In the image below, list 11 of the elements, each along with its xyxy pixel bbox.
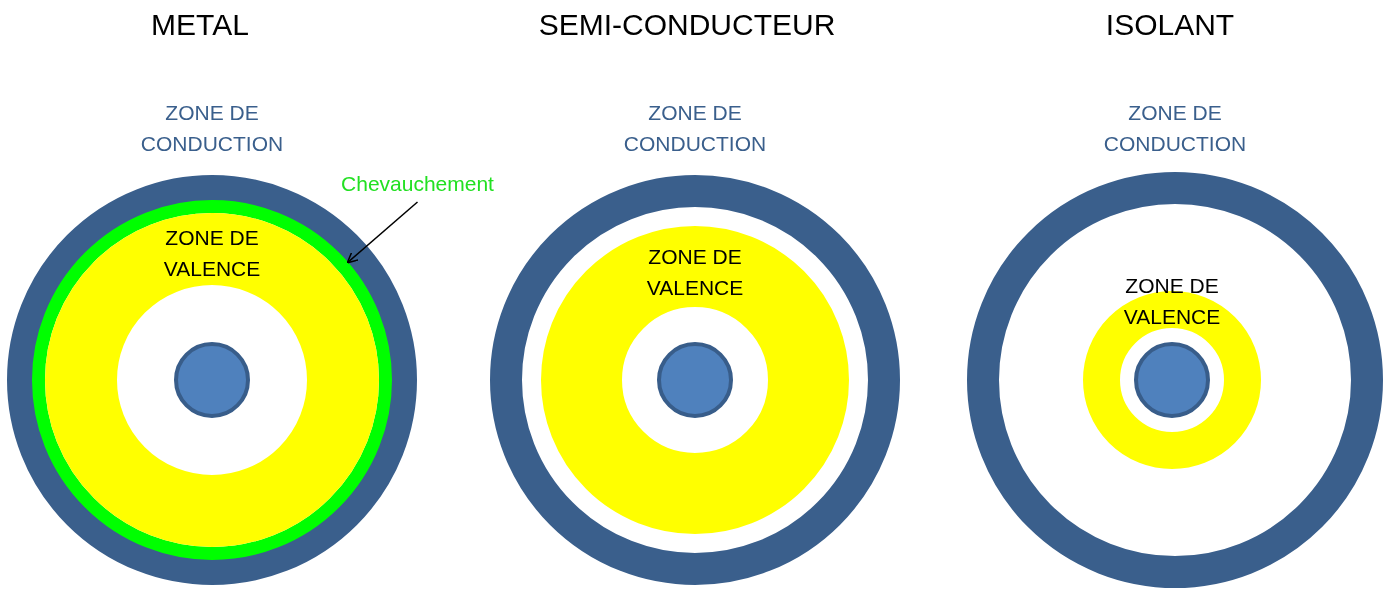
band-label: ZONE DE CONDUCTION bbox=[622, 100, 768, 157]
band-label: ZONE DE CONDUCTION bbox=[139, 100, 285, 157]
band-label: ZONE DE VALENCE bbox=[1122, 273, 1222, 330]
band-label: ZONE DE VALENCE bbox=[645, 244, 745, 301]
band-label: ZONE DE CONDUCTION bbox=[1102, 100, 1248, 157]
column-title: METAL bbox=[151, 8, 249, 42]
leader-line bbox=[346, 201, 419, 264]
column-title: ISOLANT bbox=[1105, 8, 1235, 42]
callout-label: Chevauchement bbox=[340, 171, 495, 197]
band-label: ZONE DE VALENCE bbox=[162, 225, 262, 282]
column-title: SEMI-CONDUCTEUR bbox=[538, 8, 836, 42]
